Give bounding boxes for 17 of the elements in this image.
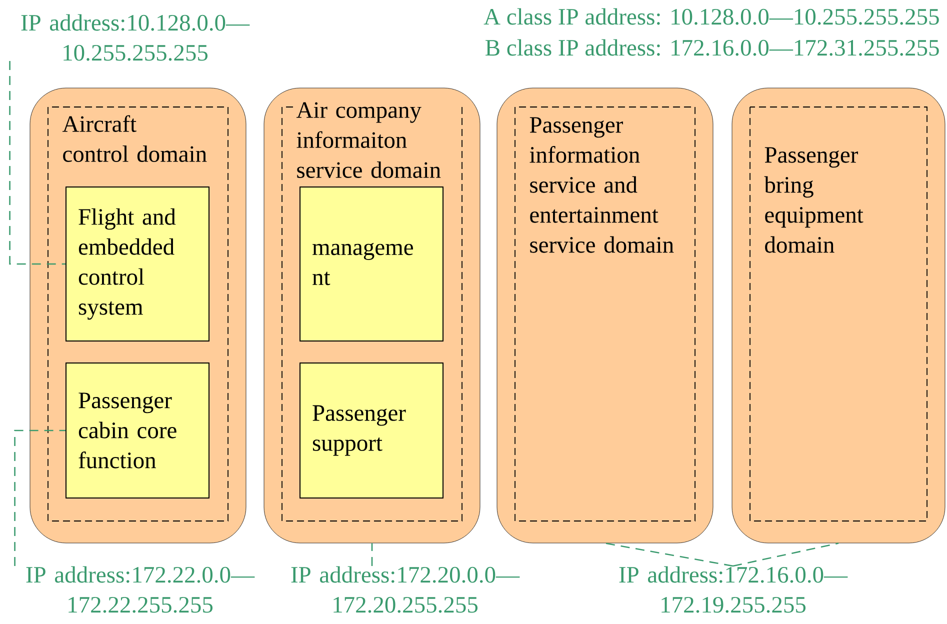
component-box: Passenger cabin core function [66, 362, 210, 498]
leader-line [732, 542, 839, 567]
address-label: IP address:172.22.0.0— 172.22.255.255 [26, 566, 255, 613]
domain-box: Passenger bring equipment domain [732, 88, 946, 544]
domain-box: Passenger information service and entertainment service domain [496, 88, 714, 544]
leader-line [604, 542, 734, 567]
component-box: Flight and embedded control system [66, 186, 210, 342]
address-range-note: B class IP address: 172.16.0.0—172.31.255.255 [486, 39, 939, 56]
component-box: Passenger support [300, 362, 444, 498]
leader-line [14, 430, 66, 566]
address-label: IP address:10.128.0.0— 10.255.255.255 [21, 14, 250, 61]
address-label: IP address:172.20.0.0— 172.20.255.255 [291, 566, 520, 613]
address-range-note: A class IP address: 10.128.0.0—10.255.255.255 [484, 8, 939, 25]
component-box: manageme nt [300, 186, 444, 342]
leader-line [371, 543, 373, 566]
address-label: IP address:172.16.0.0— 172.19.255.255 [619, 566, 848, 613]
leader-line [9, 61, 66, 265]
